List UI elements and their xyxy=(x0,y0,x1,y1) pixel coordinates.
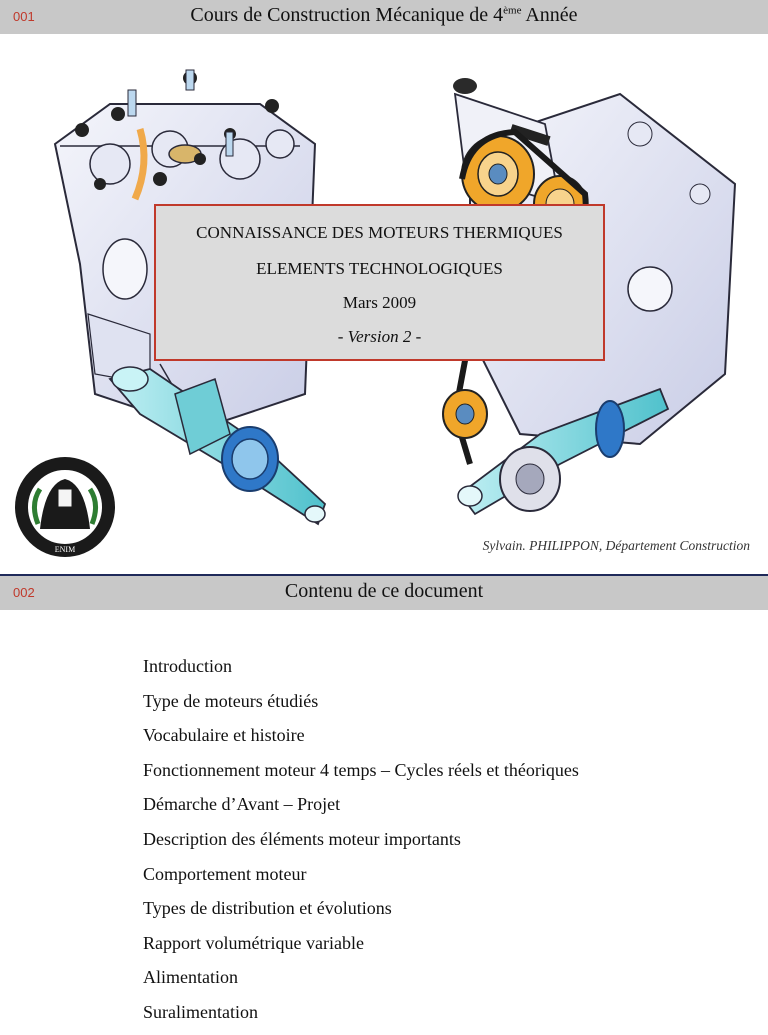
toc-item: Rapport volumétrique variable xyxy=(143,932,364,953)
author-credit: Sylvain. PHILIPPON, Département Construc… xyxy=(482,538,750,553)
toc-item: Vocabulaire et histoire xyxy=(143,725,305,746)
slide-divider xyxy=(0,574,768,576)
toc-item: Suralimentation xyxy=(143,1001,258,1022)
slide-header: 002 Contenu de ce document xyxy=(0,576,768,610)
title-line-2: ELEMENTS TECHNOLOGIQUES xyxy=(256,259,503,278)
slide-title: Contenu de ce document xyxy=(284,580,484,602)
toc-item: Comportement moteur xyxy=(143,863,307,884)
slide-001: 001 Cours de Construction Mécanique de 4… xyxy=(0,0,768,557)
toc-item: Fonctionnement moteur 4 temps – Cycles r… xyxy=(143,759,579,780)
toc-item: Introduction xyxy=(143,656,232,676)
enim-logo: ENIM xyxy=(15,457,115,557)
logo-abbr: ENIM xyxy=(55,545,75,554)
toc-item: Description des éléments moteur importan… xyxy=(143,828,461,849)
slide-number: 001 xyxy=(13,9,35,24)
title-version: - Version 2 - xyxy=(337,327,422,346)
slide-title: Cours de Construction Mécanique de 4ème … xyxy=(190,4,578,26)
toc-item: Types de distribution et évolutions xyxy=(143,898,392,919)
toc-item: Alimentation xyxy=(143,967,238,988)
slide-header: 001 Cours de Construction Mécanique de 4… xyxy=(0,0,768,34)
toc-item: Type de moteurs étudiés xyxy=(143,690,319,711)
slide-number: 002 xyxy=(13,585,35,600)
title-box: CONNAISSANCE DES MOTEURS THERMIQUES ELEM… xyxy=(154,204,605,361)
toc-item: Démarche d’Avant – Projet xyxy=(143,794,341,815)
title-date: Mars 2009 xyxy=(342,293,417,312)
title-line-1: CONNAISSANCE DES MOTEURS THERMIQUES xyxy=(196,223,563,242)
